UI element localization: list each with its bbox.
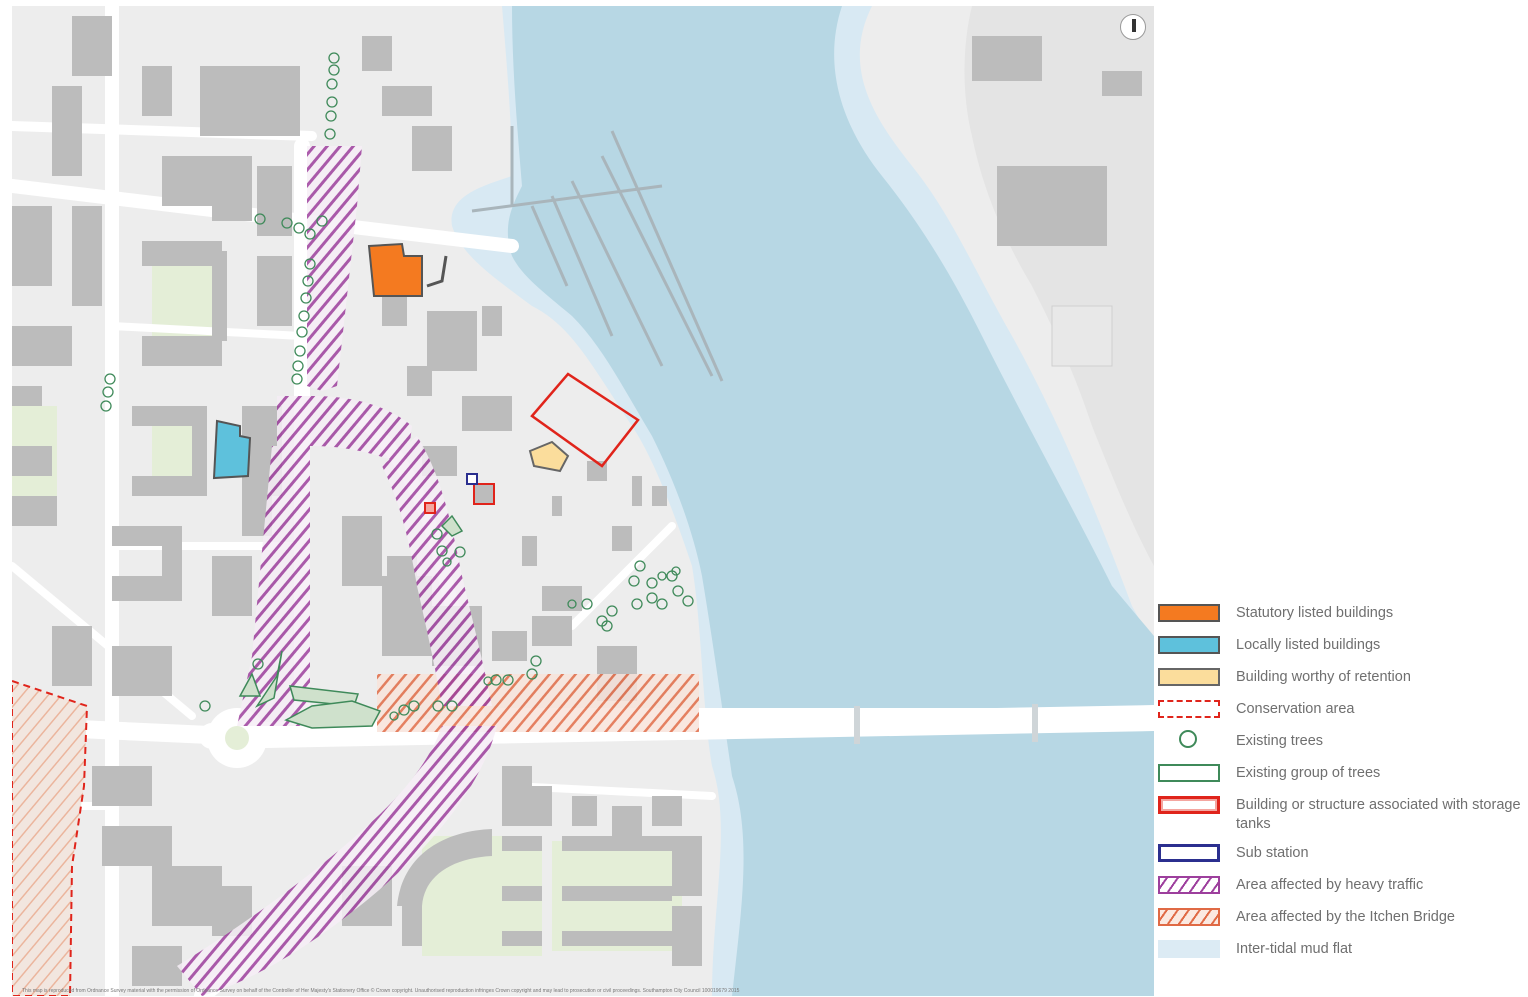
east-building-c bbox=[1102, 71, 1142, 96]
storage-tank-structure-large bbox=[530, 372, 640, 468]
legend-item-storage-tanks: Building or structure associated with st… bbox=[1158, 792, 1526, 840]
substation bbox=[466, 473, 478, 485]
legend-item-retention: Building worthy of retention bbox=[1158, 664, 1526, 696]
listed-wall-segment bbox=[426, 255, 448, 288]
legend-label: Area affected by the Itchen Bridge bbox=[1236, 909, 1455, 925]
north-arrow-icon bbox=[1120, 14, 1146, 40]
east-building-b bbox=[972, 36, 1042, 81]
itchen-bridge-swatch-icon bbox=[1158, 908, 1220, 926]
map-legend: Statutory listed buildings Locally liste… bbox=[1158, 600, 1526, 968]
mud-flat-swatch-icon bbox=[1158, 940, 1220, 958]
legend-label: Area affected by heavy traffic bbox=[1236, 877, 1424, 893]
bridge-pier-b bbox=[1032, 704, 1038, 742]
legend-label: Sub station bbox=[1236, 845, 1309, 861]
site-map[interactable] bbox=[12, 6, 1154, 996]
legend-item-conservation-area: Conservation area bbox=[1158, 696, 1526, 728]
legend-label: Conservation area bbox=[1236, 701, 1355, 717]
existing-trees bbox=[100, 52, 694, 721]
legend-item-heavy-traffic: Area affected by heavy traffic bbox=[1158, 872, 1526, 904]
substation-swatch-icon bbox=[1158, 844, 1220, 862]
legend-item-itchen-bridge: Area affected by the Itchen Bridge bbox=[1158, 904, 1526, 936]
storage-tank-structure-small bbox=[473, 483, 495, 505]
pontoons bbox=[471, 126, 724, 382]
east-bank bbox=[964, 6, 1154, 566]
legend-label: Locally listed buildings bbox=[1236, 637, 1381, 653]
east-building-a bbox=[997, 166, 1107, 246]
legend-label: Building worthy of retention bbox=[1236, 669, 1411, 685]
legend-label: Statutory listed buildings bbox=[1236, 605, 1394, 621]
legend-item-statutory-listed: Statutory listed buildings bbox=[1158, 600, 1526, 632]
legend-item-mud-flat: Inter-tidal mud flat bbox=[1158, 936, 1526, 968]
roundabout-island bbox=[225, 726, 249, 750]
heavy-traffic-area bbox=[177, 146, 497, 996]
legend-label: Inter-tidal mud flat bbox=[1236, 941, 1353, 957]
copyright-note: This map is reproduced from Ordnance Sur… bbox=[22, 988, 740, 994]
storage-tank-swatch-icon bbox=[1158, 796, 1220, 814]
river-water bbox=[507, 6, 1154, 996]
terrace-rows bbox=[502, 836, 672, 946]
tree-groups bbox=[238, 514, 464, 729]
legend-item-existing-trees: Existing trees bbox=[1158, 728, 1526, 760]
statutory-listed-building bbox=[367, 242, 423, 297]
crescent-terrace bbox=[397, 829, 492, 906]
legend-item-tree-group: Existing group of trees bbox=[1158, 760, 1526, 792]
locally-listed-swatch-icon bbox=[1158, 636, 1220, 654]
legend-label: Existing trees bbox=[1236, 733, 1324, 749]
legend-item-locally-listed: Locally listed buildings bbox=[1158, 632, 1526, 664]
storage-tank-structure-flag bbox=[424, 502, 436, 514]
east-court bbox=[1051, 305, 1113, 367]
legend-item-sub-station: Sub station bbox=[1158, 840, 1526, 872]
building-worthy-of-retention bbox=[528, 440, 570, 473]
statutory-listed-swatch-icon bbox=[1158, 604, 1220, 622]
conservation-area-swatch-icon bbox=[1158, 700, 1220, 718]
legend-label: Existing group of trees bbox=[1236, 765, 1381, 781]
conservation-area bbox=[12, 679, 89, 996]
tree-circle-icon bbox=[1158, 730, 1220, 752]
locally-listed-building bbox=[212, 419, 252, 480]
retention-swatch-icon bbox=[1158, 668, 1220, 686]
legend-label: Building or structure associated with st… bbox=[1236, 797, 1521, 832]
itchen-bridge-affected-area bbox=[377, 674, 699, 732]
bridge-pier-a bbox=[854, 706, 860, 744]
heavy-traffic-swatch-icon bbox=[1158, 876, 1220, 894]
tree-group-swatch-icon bbox=[1158, 764, 1220, 782]
